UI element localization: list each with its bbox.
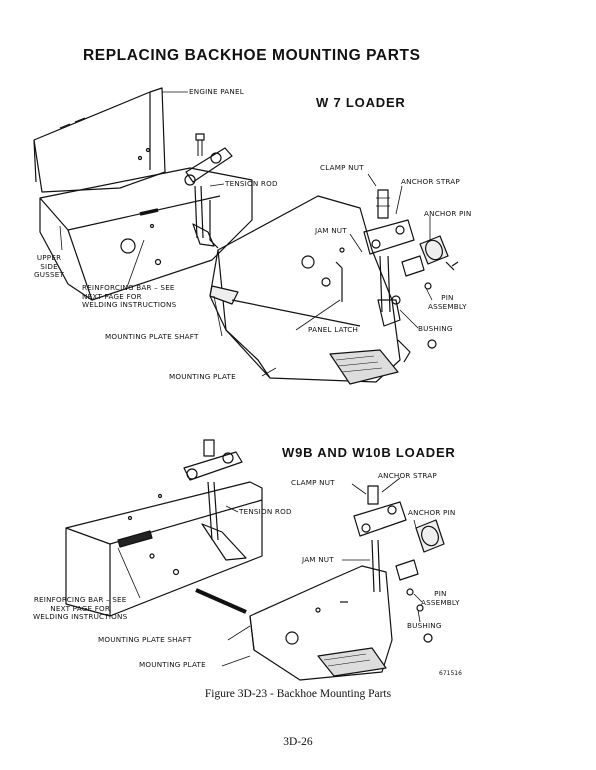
- label-mounting-plate-shaft: MOUNTING PLATE SHAFT: [105, 332, 199, 341]
- label-anchor-strap-2: ANCHOR STRAP: [378, 471, 437, 480]
- label-clamp-nut: CLAMP NUT: [320, 163, 364, 172]
- label-tension-rod: TENSION ROD: [225, 179, 278, 188]
- w7-loader-heading: W 7 LOADER: [316, 95, 406, 110]
- label-mounting-plate-2: MOUNTING PLATE: [139, 660, 206, 669]
- label-clamp-nut-2: CLAMP NUT: [291, 478, 335, 487]
- w7-anchor-assembly-drawing: [335, 189, 459, 349]
- label-panel-latch: PANEL LATCH: [308, 325, 359, 334]
- label-bushing-2: BUSHING: [407, 621, 442, 630]
- label-reinforcing-bar: REINFORCING BAR – SEE NEXT PAGE FOR WELD…: [82, 283, 177, 310]
- label-engine-panel: ENGINE PANEL: [189, 87, 244, 96]
- w9b-side-plate-drawing: [65, 481, 263, 617]
- label-anchor-pin-2: ANCHOR PIN: [408, 508, 456, 517]
- w9b-tension-rod-drawing: [183, 439, 247, 561]
- page-title: REPLACING BACKHOE MOUNTING PARTS: [83, 47, 421, 64]
- engine-panel-drawing: [33, 87, 166, 193]
- w7-mounting-plate-drawing: [209, 195, 411, 385]
- label-bushing: BUSHING: [418, 324, 453, 333]
- label-mounting-plate-shaft-2: MOUNTING PLATE SHAFT: [98, 635, 192, 644]
- figure-caption: Figure 3D-23 - Backhoe Mounting Parts: [204, 688, 392, 700]
- label-reinforcing-bar-2: REINFORCING BAR – SEE NEXT PAGE FOR WELD…: [33, 595, 128, 622]
- label-pin-assembly: PIN ASSEMBLY: [428, 293, 467, 311]
- w7-side-plate-drawing: [39, 167, 253, 301]
- label-mounting-plate: MOUNTING PLATE: [169, 372, 236, 381]
- w9b-w10b-loader-heading: W9B AND W10B LOADER: [282, 445, 456, 460]
- w9b-anchor-assembly-drawing: [353, 485, 445, 643]
- label-anchor-pin: ANCHOR PIN: [424, 209, 472, 218]
- callout-leaders: [59, 91, 433, 667]
- label-anchor-strap: ANCHOR STRAP: [401, 177, 460, 186]
- illustration-part-number: 671516: [439, 670, 462, 677]
- w7-tension-rod-drawing: [184, 133, 233, 247]
- w9b-mounting-plate-drawing: [195, 565, 393, 681]
- label-tension-rod-2: TENSION ROD: [239, 507, 292, 516]
- page-number: 3D-26: [283, 736, 313, 748]
- label-jam-nut-2: JAM NUT: [302, 555, 334, 564]
- label-jam-nut: JAM NUT: [315, 226, 347, 235]
- label-upper-side-gusset: UPPER SIDE GUSSET: [34, 253, 65, 280]
- label-pin-assembly-2: PIN ASSEMBLY: [421, 589, 460, 607]
